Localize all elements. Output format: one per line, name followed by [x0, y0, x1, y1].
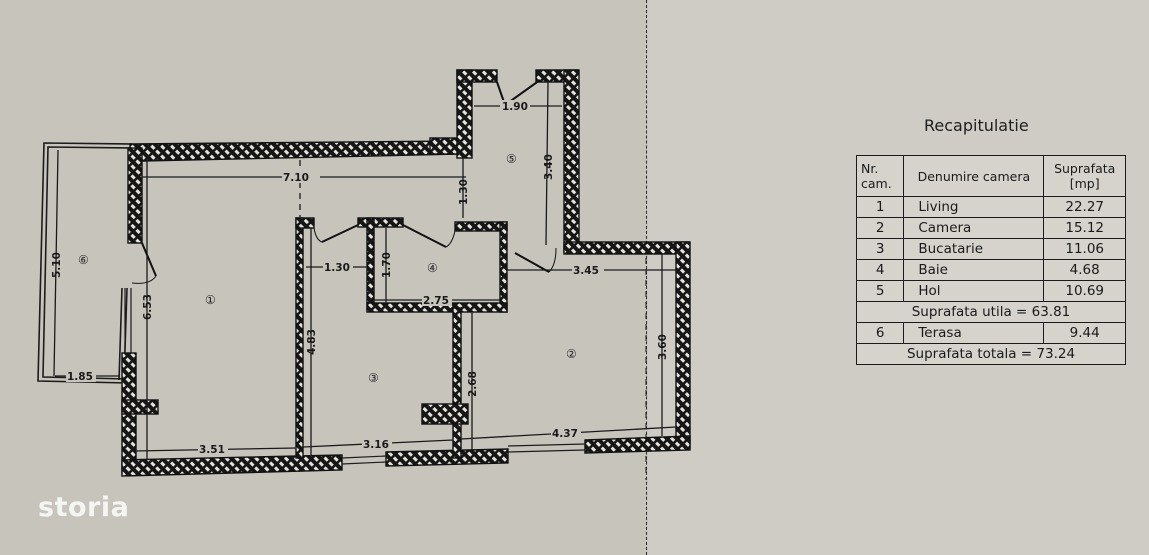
dim-4-37: 4.37 [552, 428, 578, 440]
walls [121, 69, 691, 477]
dim-1-30-vertical: 1.30 [458, 179, 470, 205]
dim-3-16: 3.16 [363, 439, 389, 451]
terrace-area: 9.44 [1043, 322, 1126, 344]
terrace-row: 6 Terasa 9.44 [855, 322, 1126, 344]
table-row: 4 Baie 4.68 [855, 259, 1126, 281]
useful-area-row: Suprafata utila = 63.81 [856, 301, 1126, 323]
row-area: 22.27 [1043, 196, 1126, 218]
header-area: Suprafata [mp] [1043, 155, 1126, 197]
total-area-row: Suprafata totala = 73.24 [856, 343, 1126, 365]
room-number-2: ② [566, 347, 577, 361]
dim-5-10: 5.10 [51, 252, 63, 278]
table-row: 1 Living 22.27 [855, 196, 1126, 218]
terrace-name: Terasa [903, 322, 1045, 344]
dimension-labels: 7.10 1.90 3.40 1.30 1.30 1.70 2.75 3.45 … [51, 100, 669, 456]
row-name: Hol [903, 280, 1045, 302]
dim-7-10: 7.10 [283, 172, 309, 184]
dim-2-75: 2.75 [423, 295, 449, 307]
dim-3-60: 3.60 [657, 334, 669, 360]
row-nr: 1 [855, 196, 905, 218]
row-name: Baie [903, 259, 1045, 281]
row-name: Bucatarie [903, 238, 1045, 260]
dim-1-90: 1.90 [502, 101, 528, 113]
row-area: 4.68 [1043, 259, 1126, 281]
room-number-1: ① [205, 293, 216, 307]
table-row: 2 Camera 15.12 [855, 217, 1126, 239]
recap-title: Recapitulatie [924, 116, 1029, 135]
dim-1-30-horizontal: 1.30 [324, 262, 350, 274]
room-number-3: ③ [368, 371, 379, 385]
storia-logo: storia [38, 492, 130, 523]
table-row: 3 Bucatarie 11.06 [855, 238, 1126, 260]
row-nr: 4 [855, 259, 905, 281]
row-nr: 2 [855, 217, 905, 239]
room-number-4: ④ [427, 261, 438, 275]
total-area: Suprafata totala = 73.24 [856, 343, 1126, 365]
table-row: 5 Hol 10.69 [855, 280, 1126, 302]
dim-1-85: 1.85 [67, 371, 93, 383]
room-number-5: ⑤ [506, 152, 517, 166]
row-name: Living [903, 196, 1045, 218]
terrace-nr: 6 [855, 322, 905, 344]
row-area: 15.12 [1043, 217, 1126, 239]
dim-3-45: 3.45 [573, 265, 599, 277]
header-name: Denumire camera [903, 155, 1045, 197]
dim-6-53: 6.53 [142, 294, 154, 320]
header-nr: Nr. cam. [855, 155, 905, 197]
room-numbers: ① ② ③ ④ ⑤ ⑥ [78, 152, 577, 385]
windows [124, 288, 586, 465]
row-name: Camera [903, 217, 1045, 239]
dim-2-68: 2.68 [467, 371, 479, 397]
doors [131, 79, 557, 284]
row-nr: 5 [855, 280, 905, 302]
recap-table: Nr. cam. Denumire camera Suprafata [mp] … [855, 155, 1126, 365]
dim-3-51: 3.51 [199, 444, 225, 456]
recap-header-row: Nr. cam. Denumire camera Suprafata [mp] [855, 155, 1126, 197]
useful-area-total: Suprafata utila = 63.81 [856, 301, 1126, 323]
room-number-6: ⑥ [78, 253, 89, 267]
dim-1-70: 1.70 [381, 252, 393, 278]
row-nr: 3 [855, 238, 905, 260]
dashed-fold-line [646, 0, 647, 555]
row-area: 10.69 [1043, 280, 1126, 302]
row-area: 11.06 [1043, 238, 1126, 260]
dim-4-83: 4.83 [306, 329, 318, 355]
dim-3-40: 3.40 [543, 154, 555, 180]
